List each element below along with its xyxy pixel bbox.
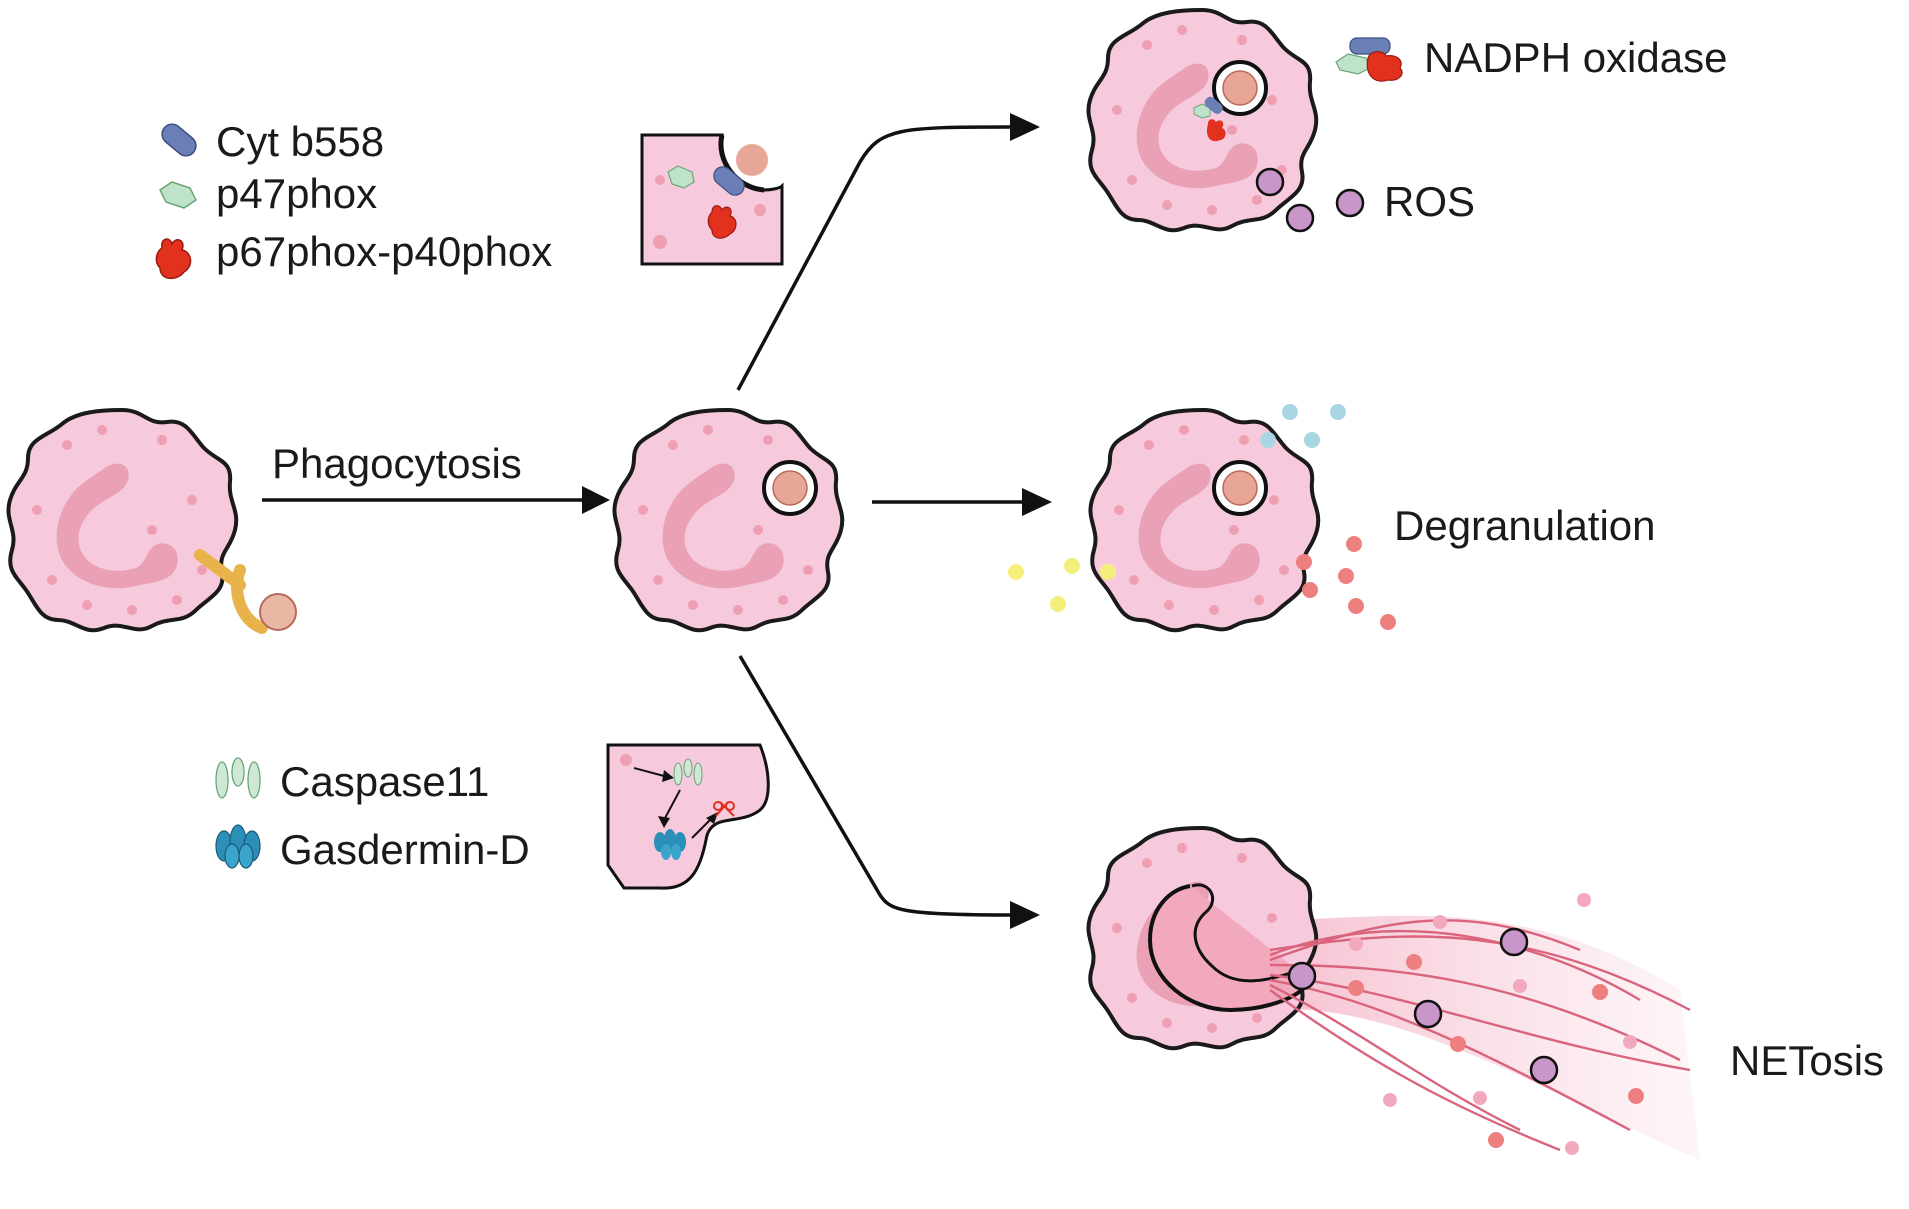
caspase11-icon: [215, 757, 261, 799]
p67phox-p40phox-icon: [155, 238, 192, 280]
ros-label: ROS: [1384, 178, 1475, 225]
netosis-neutrophil: [1086, 826, 1700, 1160]
pyroptosis-inset: [606, 743, 770, 890]
legend-p67phox-p40phox: p67phox-p40phox: [216, 228, 552, 275]
degranulation-granules: [1008, 404, 1396, 630]
resting-neutrophil: [6, 408, 297, 634]
degranulation-neutrophil: [1088, 408, 1321, 633]
branch-arrow-middle: [872, 488, 1052, 516]
legend-p47phox: p47phox: [216, 170, 377, 217]
ros-particles: [1255, 167, 1365, 233]
phagocytosis-label: Phagocytosis: [272, 440, 522, 487]
activated-neutrophil: [612, 408, 845, 633]
legend-caspase11: Caspase11: [280, 758, 489, 805]
nadph-oxidase-icon: [1335, 37, 1403, 82]
p47phox-icon: [159, 181, 197, 209]
net-ros-particles: [1287, 927, 1559, 1085]
net-fibers: [1269, 919, 1691, 1152]
legend-cyt-b558: Cyt b558: [216, 118, 384, 165]
phagocytosis-arrow: [262, 486, 610, 514]
cyt-b558-icon: [161, 123, 197, 157]
degranulation-label: Degranulation: [1394, 502, 1656, 549]
nadph-oxidase-label: NADPH oxidase: [1424, 34, 1727, 81]
branch-arrow-bottom: [738, 655, 1040, 929]
netosis-label: NETosis: [1730, 1037, 1884, 1084]
branch-arrow-top: [736, 113, 1040, 391]
nadph-assembly-inset: [640, 133, 784, 266]
legend-gasdermin-d: Gasdermin-D: [280, 826, 530, 873]
receptor-icon: [194, 549, 297, 634]
gasdermin-d-icon: [215, 824, 261, 869]
scissors-icon: [713, 801, 735, 817]
legend-bottom: Caspase11 Gasdermin-D: [215, 757, 530, 873]
nadph-neutrophil: [1086, 8, 1319, 233]
legend-top: Cyt b558 p47phox p67phox-p40phox: [155, 118, 552, 280]
net-granules: [1348, 893, 1644, 1155]
